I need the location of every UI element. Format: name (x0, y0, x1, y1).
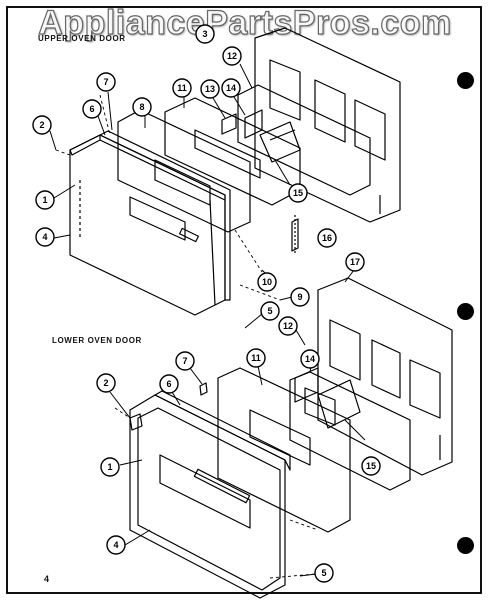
callout-lower-15: 15 (344, 419, 381, 476)
lower-door-side-trim (154, 390, 291, 471)
watermark: AppliancePartsPros.com (38, 3, 452, 42)
svg-text:17: 17 (350, 257, 360, 267)
callout-lower-6: 6 (159, 374, 181, 406)
callout-lower-5: 5 (244, 301, 280, 329)
callout-upper-11: 11 (172, 78, 192, 108)
svg-text:14: 14 (305, 354, 315, 364)
callout-upper-12: 12 (222, 46, 253, 89)
callout-upper-10: 10 (257, 269, 277, 292)
callout-upper-17: 17 (344, 252, 365, 283)
callout-upper-7: 7 (96, 72, 116, 131)
svg-text:6: 6 (89, 104, 94, 114)
svg-text:4: 4 (42, 232, 47, 242)
upper-door-inner-panel (254, 27, 401, 223)
svg-text:11: 11 (251, 353, 261, 363)
svg-text:16: 16 (322, 233, 332, 243)
svg-text:11: 11 (177, 83, 187, 93)
callout-lower-12: 12 (278, 316, 306, 346)
svg-text:15: 15 (366, 461, 376, 471)
svg-text:7: 7 (103, 77, 108, 87)
svg-text:12: 12 (227, 51, 237, 61)
callout-upper-8: 8 (132, 97, 152, 128)
svg-text:14: 14 (226, 83, 236, 93)
callout-upper-6: 6 (82, 99, 106, 136)
svg-text:5: 5 (321, 568, 326, 578)
callout-upper-1: 1 (35, 184, 76, 210)
callout-upper-15: 15 (274, 159, 308, 203)
svg-text:2: 2 (103, 378, 108, 388)
callout-upper-2: 2 (32, 115, 57, 151)
lower-oven-door-heading: LOWER OVEN DOOR (52, 336, 142, 345)
callout-upper-4: 4 (35, 227, 71, 247)
svg-text:3: 3 (202, 29, 207, 39)
svg-text:6: 6 (166, 379, 171, 389)
binder-hole-bottom (457, 537, 474, 554)
callout-upper-16: 16 (317, 228, 337, 248)
svg-text:10: 10 (262, 277, 272, 287)
callout-lower-5b: 5 (299, 563, 334, 583)
upper-assembly-lines (55, 94, 281, 301)
upper-door-window-pack (237, 84, 371, 196)
svg-text:4: 4 (113, 540, 118, 550)
callout-lower-1: 1 (100, 457, 143, 477)
svg-text:1: 1 (107, 462, 112, 472)
callout-lower-11: 11 (246, 348, 266, 386)
upper-oven-door-heading: UPPER OVEN DOOR (38, 34, 126, 43)
upper-door-side-trim (99, 130, 231, 306)
svg-text:13: 13 (205, 84, 215, 94)
upper-handle-bracket (291, 215, 299, 254)
lower-small-parts (129, 382, 208, 431)
upper-door-hinge-bracket (221, 109, 301, 163)
binder-hole-middle (457, 303, 474, 320)
diagram-frame (6, 6, 482, 594)
svg-text:15: 15 (293, 188, 303, 198)
callout-lower-4: 4 (106, 529, 151, 555)
page-number: 4 (44, 574, 50, 584)
svg-text:12: 12 (283, 321, 293, 331)
callout-lower-14: 14 (300, 349, 320, 373)
callout-upper-13: 13 (200, 79, 226, 119)
callout-upper-14: 14 (221, 78, 246, 116)
binder-hole-top (457, 72, 474, 89)
callout-upper-partial: 3 (195, 24, 215, 44)
callout-upper-9: 9 (279, 287, 310, 307)
svg-text:5: 5 (267, 306, 272, 316)
callout-lower-2: 2 (96, 373, 131, 419)
svg-text:8: 8 (139, 102, 144, 112)
svg-text:7: 7 (182, 356, 187, 366)
callout-lower-7: 7 (175, 351, 203, 385)
svg-text:2: 2 (39, 120, 44, 130)
svg-text:9: 9 (297, 292, 302, 302)
svg-text:1: 1 (42, 195, 47, 205)
